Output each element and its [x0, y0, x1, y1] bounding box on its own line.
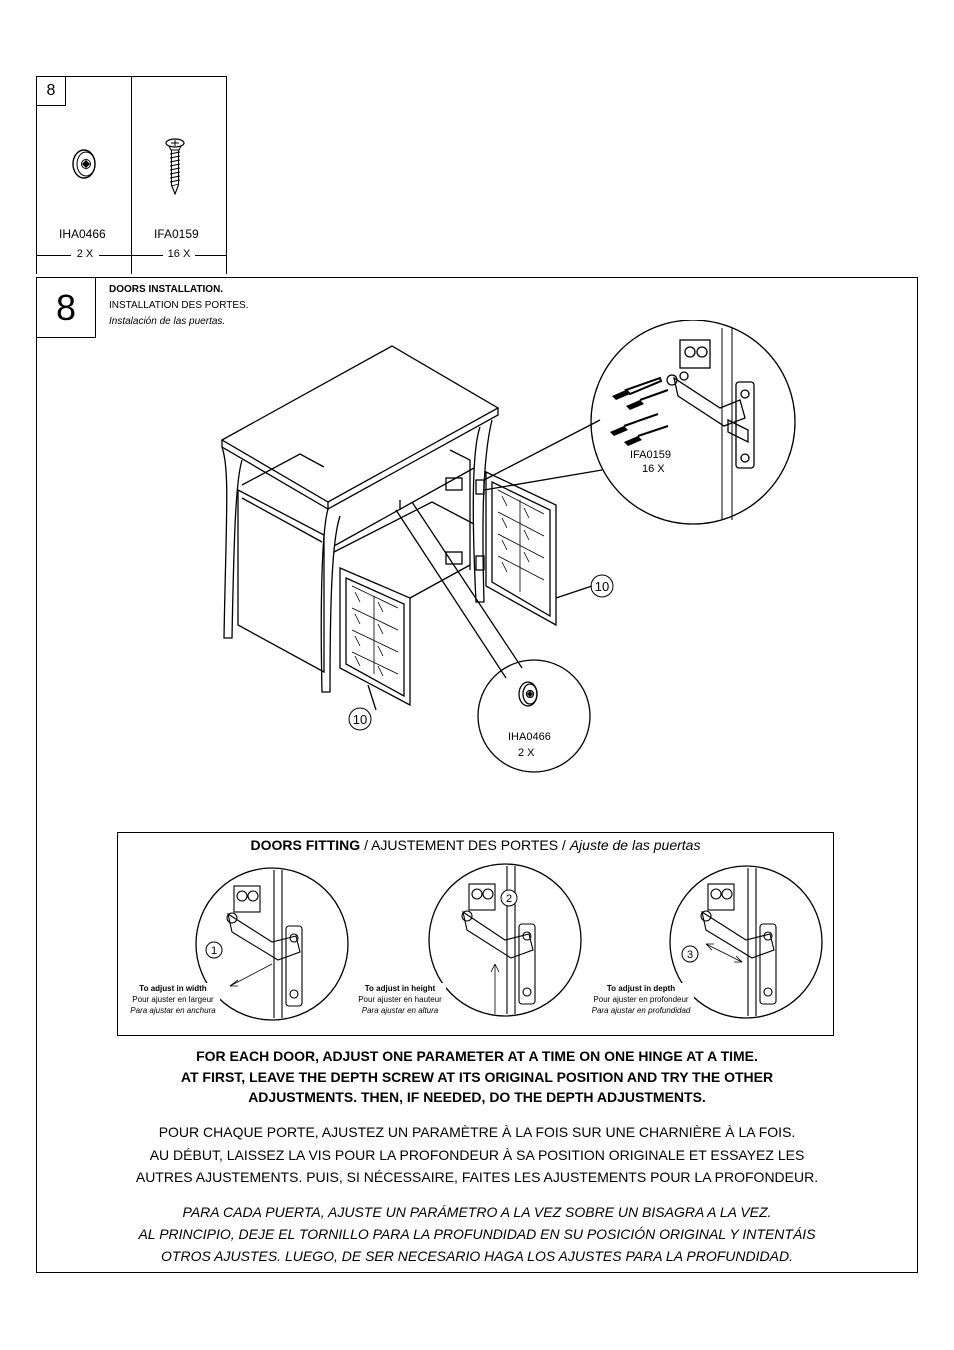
instruction-en-line-1: FOR EACH DOOR, ADJUST ONE PARAMETER AT A…	[196, 1048, 758, 1064]
caption-depth-fr: Pour ajuster en profondeur	[593, 995, 689, 1004]
callout-screw-code: IFA0159	[630, 449, 671, 461]
caption-height-en: To adjust in height	[364, 984, 436, 993]
caption-depth-es: Para ajustar en profundidad	[591, 1006, 691, 1015]
instruction-es-line-2: AL PRINCIPIO, DEJE EL TORNILLO PARA LA P…	[138, 1226, 816, 1242]
door-label-left: 10	[353, 712, 367, 727]
instruction-en-line-2: AT FIRST, LEAVE THE DEPTH SCREW AT ITS O…	[180, 1068, 774, 1085]
caption-width-en: To adjust in width	[139, 984, 207, 993]
fitting-title: DOORS FITTING / AJUSTEMENT DES PORTES / …	[117, 837, 834, 853]
part-qty-cam: 2 X	[71, 248, 99, 260]
step-box	[36, 277, 918, 1273]
screw-icon	[165, 138, 185, 196]
caption-depth: To adjust in depth Pour ajuster en profo…	[588, 983, 694, 1016]
parts-step-number: 8	[37, 77, 66, 106]
door-label-right: 10	[595, 579, 609, 594]
badge-2: 2	[506, 893, 512, 905]
badge-3: 3	[687, 949, 693, 961]
callout-cam-qty: 2 X	[518, 747, 535, 759]
caption-width-fr: Pour ajuster en largeur	[132, 995, 214, 1004]
cam-lock-icon	[72, 149, 96, 179]
step-title-en: DOORS INSTALLATION.	[109, 284, 224, 295]
instructions-en: FOR EACH DOOR, ADJUST ONE PARAMETER AT A…	[60, 1046, 894, 1108]
badge-1: 1	[211, 945, 217, 957]
instruction-en-line-3: ADJUSTMENTS. THEN, IF NEEDED, DO THE DEP…	[248, 1089, 706, 1105]
adjust-depth-diagram: 3	[669, 865, 823, 1019]
caption-width: To adjust in width Pour ajuster en large…	[126, 983, 220, 1016]
instruction-fr-line-3: AUTRES AJUSTEMENTS. PUIS, SI NÉCESSAIRE,…	[135, 1169, 819, 1185]
cabinet-diagram: IFA0159 16 X IHA0466 2 X 10 10	[220, 320, 796, 773]
step-title-es: Instalación de las puertas.	[109, 316, 226, 327]
adjust-height-diagram: 2	[428, 863, 582, 1017]
instructions-fr: POUR CHAQUE PORTE, AJUSTEZ UN PARAMÈTRE …	[60, 1121, 894, 1189]
fitting-title-es: Ajuste de las puertas	[569, 837, 701, 853]
step-number: 8	[37, 278, 96, 338]
caption-height-es: Para ajustar en altura	[361, 1006, 439, 1015]
fitting-title-en: DOORS FITTING	[250, 837, 361, 853]
caption-depth-en: To adjust in depth	[606, 984, 676, 993]
instruction-es-line-1: PARA CADA PUERTA, AJUSTE UN PARÁMETRO A …	[182, 1204, 772, 1220]
fitting-title-fr: / AJUSTEMENT DES PORTES /	[360, 837, 570, 853]
callout-screw-qty: 16 X	[642, 463, 665, 475]
caption-height-fr: Pour ajuster en hauteur	[358, 995, 442, 1004]
part-code-cam: IHA0466	[59, 227, 106, 241]
part-code-screw: IFA0159	[154, 227, 199, 241]
parts-box: 8 IHA0466 IFA0159 2 X 16 X	[36, 76, 227, 274]
instruction-fr-line-1: POUR CHAQUE PORTE, AJUSTEZ UN PARAMÈTRE …	[158, 1124, 796, 1140]
step-title-fr: INSTALLATION DES PORTES.	[109, 300, 249, 311]
parts-divider	[131, 77, 132, 274]
adjust-width-diagram: 1	[195, 867, 349, 1021]
caption-height: To adjust in height Pour ajuster en haut…	[354, 983, 446, 1016]
part-qty-screw: 16 X	[163, 248, 195, 260]
caption-width-es: Para ajustar en anchura	[130, 1006, 216, 1015]
instruction-es-line-3: OTROS AJUSTES. LUEGO, DE SER NECESARIO H…	[161, 1248, 793, 1264]
callout-cam-code: IHA0466	[508, 731, 551, 743]
instructions-es: PARA CADA PUERTA, AJUSTE UN PARÁMETRO A …	[60, 1201, 894, 1267]
fitting-box	[117, 832, 834, 1036]
instruction-fr-line-2: AU DÉBUT, LAISSEZ LA VIS POUR LA PROFOND…	[149, 1146, 805, 1163]
